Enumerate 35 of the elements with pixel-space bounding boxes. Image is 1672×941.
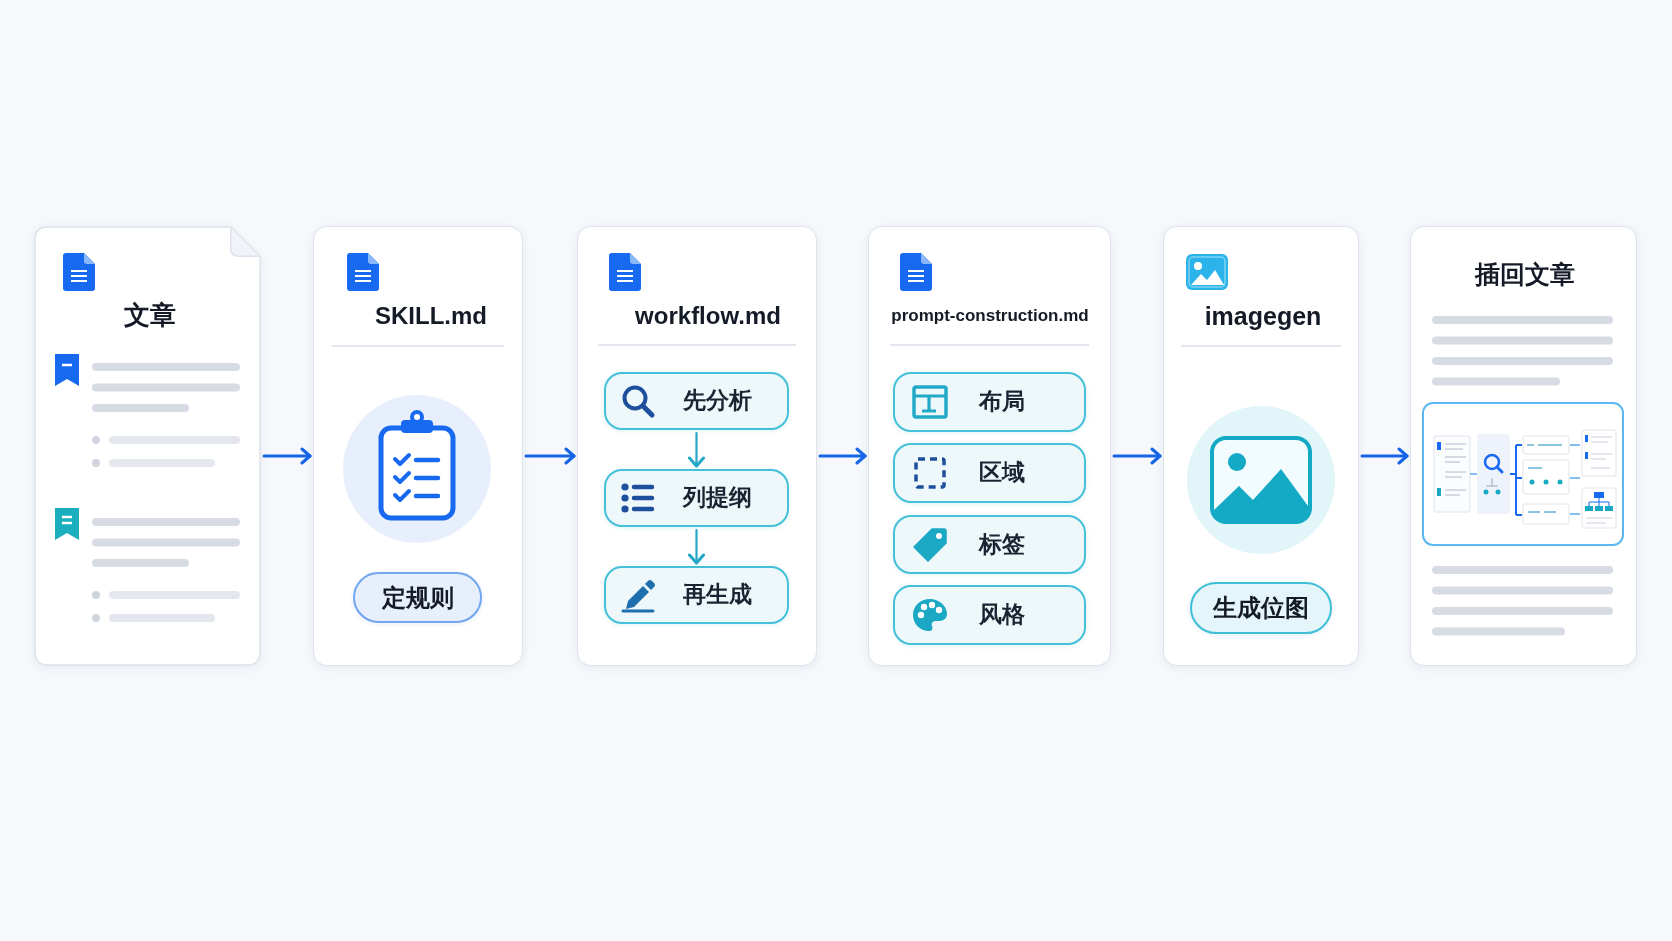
pill-button: 生成位图 bbox=[1190, 582, 1332, 634]
arrow bbox=[262, 447, 312, 465]
card-title: workflow.md bbox=[635, 301, 781, 331]
step-label: 再生成 bbox=[682, 581, 752, 609]
pill-button: 定规则 bbox=[353, 572, 482, 623]
card bbox=[313, 226, 523, 666]
card bbox=[1410, 226, 1637, 666]
step-label: 列提纲 bbox=[682, 484, 752, 512]
arrow bbox=[688, 528, 705, 565]
step-box bbox=[893, 585, 1086, 645]
arrow bbox=[1360, 447, 1409, 465]
step-box bbox=[604, 372, 789, 430]
step-box bbox=[604, 469, 789, 527]
step-box bbox=[893, 515, 1086, 574]
step-label: 标签 bbox=[979, 530, 1025, 559]
arrow bbox=[524, 447, 576, 465]
step-box bbox=[893, 372, 1086, 432]
step-label: 布局 bbox=[979, 388, 1025, 416]
step-box bbox=[893, 443, 1086, 503]
card bbox=[577, 226, 817, 666]
arrow bbox=[818, 447, 867, 465]
step-box bbox=[604, 566, 789, 624]
card-title: imagegen bbox=[1204, 301, 1322, 331]
card bbox=[1163, 226, 1359, 666]
step-label: 区域 bbox=[979, 459, 1025, 487]
card-title: SKILL.md bbox=[375, 301, 487, 331]
step-label: 风格 bbox=[979, 601, 1025, 629]
card-title: 插回文章 bbox=[1475, 259, 1575, 289]
step-label: 先分析 bbox=[682, 387, 752, 415]
card bbox=[868, 226, 1111, 666]
card-title: 文章 bbox=[124, 300, 176, 332]
card-title: prompt-construction.md bbox=[891, 305, 1089, 327]
document-card bbox=[34, 226, 261, 666]
arrow bbox=[688, 431, 705, 468]
arrow bbox=[1112, 447, 1162, 465]
